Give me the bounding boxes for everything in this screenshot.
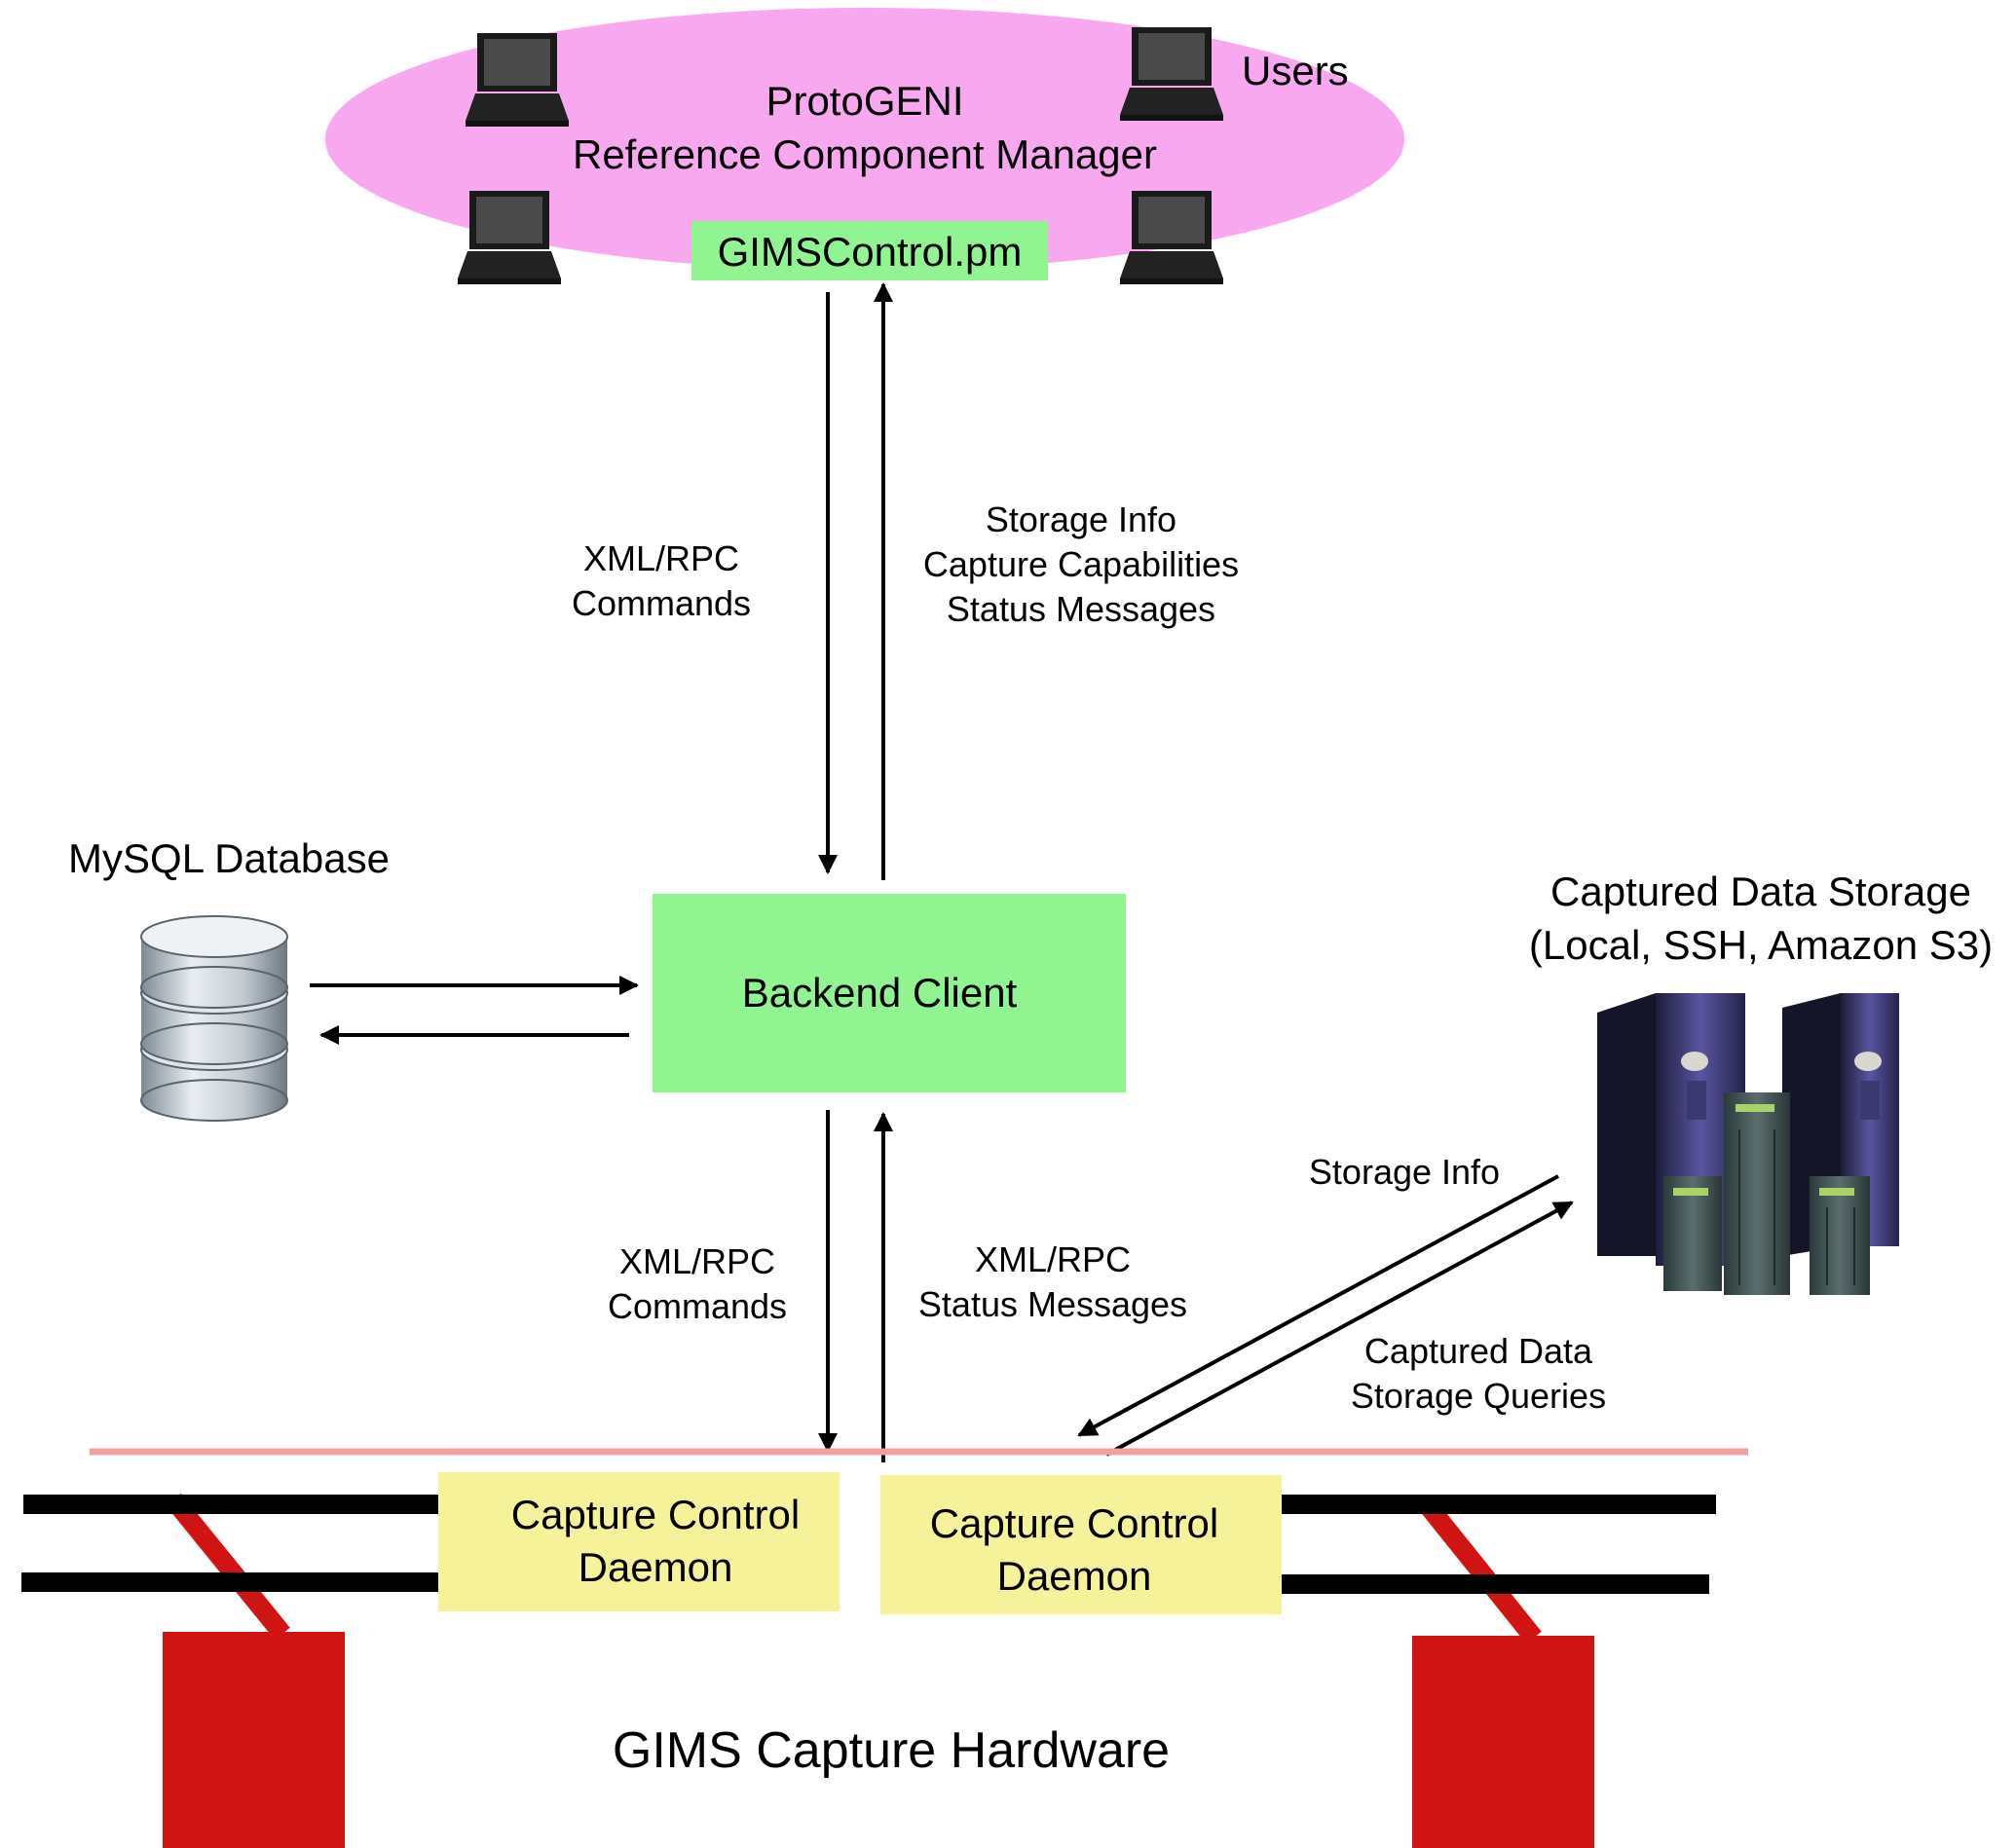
bottom-status-label-1: XML/RPC: [975, 1239, 1131, 1279]
tap-link-left: [166, 1493, 290, 1641]
gims-capture-hardware-label: GIMS Capture Hardware: [613, 1722, 1170, 1779]
component-manager-subtitle: Reference Component Manager: [573, 131, 1157, 177]
storage-queries-label-2: Storage Queries: [1351, 1376, 1606, 1416]
component-manager-title: ProtoGENI: [765, 78, 963, 124]
top-status-label-2: Capture Capabilities: [923, 544, 1239, 584]
top-commands-label-1: XML/RPC: [583, 538, 739, 578]
capture-daemon-right-label-1: Capture Control: [930, 1500, 1218, 1546]
bottom-commands-label-2: Commands: [608, 1286, 787, 1326]
storage-info-arrow: [1077, 1174, 1559, 1437]
gims-control-plugin-box: [691, 221, 1048, 280]
bottom-status-label-2: Status Messages: [918, 1284, 1187, 1324]
laptop-icon: [466, 33, 569, 127]
laptop-icon: [1120, 27, 1223, 121]
top-status-label-3: Status Messages: [947, 589, 1215, 629]
storage-subtitle: (Local, SSH, Amazon S3): [1529, 922, 1993, 968]
gims-control-plugin-label: GIMSControl.pm: [718, 229, 1023, 275]
capture-daemon-box-right: [880, 1475, 1282, 1614]
users-label: Users: [1242, 48, 1349, 93]
bottom-commands-label-1: XML/RPC: [619, 1241, 775, 1281]
capture-daemon-box-left: [438, 1472, 840, 1611]
mysql-database-label: MySQL Database: [68, 835, 390, 881]
capture-hardware-block-right: [1412, 1636, 1594, 1848]
capture-daemon-right-label-2: Daemon: [997, 1553, 1152, 1599]
backend-client-box: [653, 894, 1126, 1092]
laptop-icon: [458, 191, 561, 284]
top-commands-label-2: Commands: [572, 583, 751, 623]
backend-client-label: Backend Client: [742, 970, 1018, 1016]
capture-hardware-block-left: [163, 1632, 345, 1848]
storage-servers-icon: [1597, 993, 1899, 1295]
laptop-icon: [1120, 191, 1223, 284]
capture-daemon-left-label-2: Daemon: [579, 1544, 733, 1590]
tap-link-right: [1419, 1497, 1542, 1645]
storage-title: Captured Data Storage: [1550, 869, 1971, 914]
storage-queries-label-1: Captured Data: [1364, 1331, 1593, 1371]
storage-queries-arrow: [1105, 1201, 1574, 1457]
storage-info-label: Storage Info: [1309, 1152, 1500, 1192]
capture-daemon-left-label-1: Capture Control: [511, 1492, 800, 1537]
top-status-label-1: Storage Info: [986, 499, 1176, 539]
database-icon: [140, 915, 288, 1122]
